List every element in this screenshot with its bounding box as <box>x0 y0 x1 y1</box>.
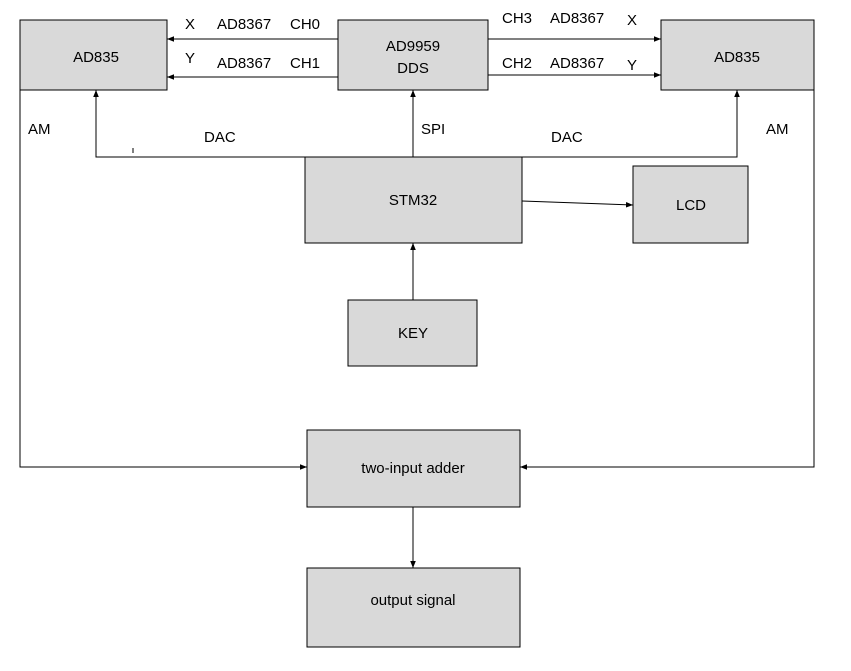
lcd-block: LCD <box>632 165 749 244</box>
label-left-x: X <box>185 16 195 33</box>
output-block: output signal <box>306 567 521 648</box>
label-am-right: AM <box>766 121 789 138</box>
dds-block: AD9959 DDS <box>337 19 489 91</box>
label-right-x-channel: CH3 <box>502 10 532 27</box>
label-right-y: Y <box>627 57 637 74</box>
output-label: output signal <box>370 592 455 609</box>
arrow-stm32-to-lcd <box>521 200 634 208</box>
label-right-x-chip: AD8367 <box>550 10 604 27</box>
key-block: KEY <box>347 299 478 367</box>
label-left-y-chip: AD8367 <box>217 55 271 72</box>
adder-block: two-input adder <box>306 429 521 508</box>
label-am-left: AM <box>28 121 51 138</box>
label-dac-right: DAC <box>551 129 583 146</box>
arrow-stm32-dac-to-left-ad835 <box>93 90 305 158</box>
lcd-label: LCD <box>676 197 706 214</box>
label-right-y-channel: CH2 <box>502 55 532 72</box>
ad835-left-block: AD835 <box>19 19 168 91</box>
label-left-y: Y <box>185 50 195 67</box>
ad835-left-label: AD835 <box>73 49 119 66</box>
ad835-right-block: AD835 <box>660 19 815 91</box>
dds-label-line1: AD9959 <box>386 38 440 55</box>
adder-label: two-input adder <box>361 460 464 477</box>
label-dac-left: DAC <box>204 129 236 146</box>
arrow-right-am-to-adder <box>520 60 815 470</box>
label-right-y-chip: AD8367 <box>550 55 604 72</box>
label-left-x-channel: CH0 <box>290 16 320 33</box>
stm32-block: STM32 <box>304 156 523 244</box>
key-label: KEY <box>398 325 428 342</box>
arrow-stm32-dac-to-right-ad835 <box>522 90 740 158</box>
label-spi: SPI <box>421 121 445 138</box>
arrow-left-am-to-adder <box>19 60 307 470</box>
label-right-x: X <box>627 12 637 29</box>
ad835-right-label: AD835 <box>714 49 760 66</box>
label-left-x-chip: AD8367 <box>217 16 271 33</box>
stm32-label: STM32 <box>389 192 437 209</box>
label-left-y-channel: CH1 <box>290 55 320 72</box>
dds-label-line2: DDS <box>397 60 429 77</box>
